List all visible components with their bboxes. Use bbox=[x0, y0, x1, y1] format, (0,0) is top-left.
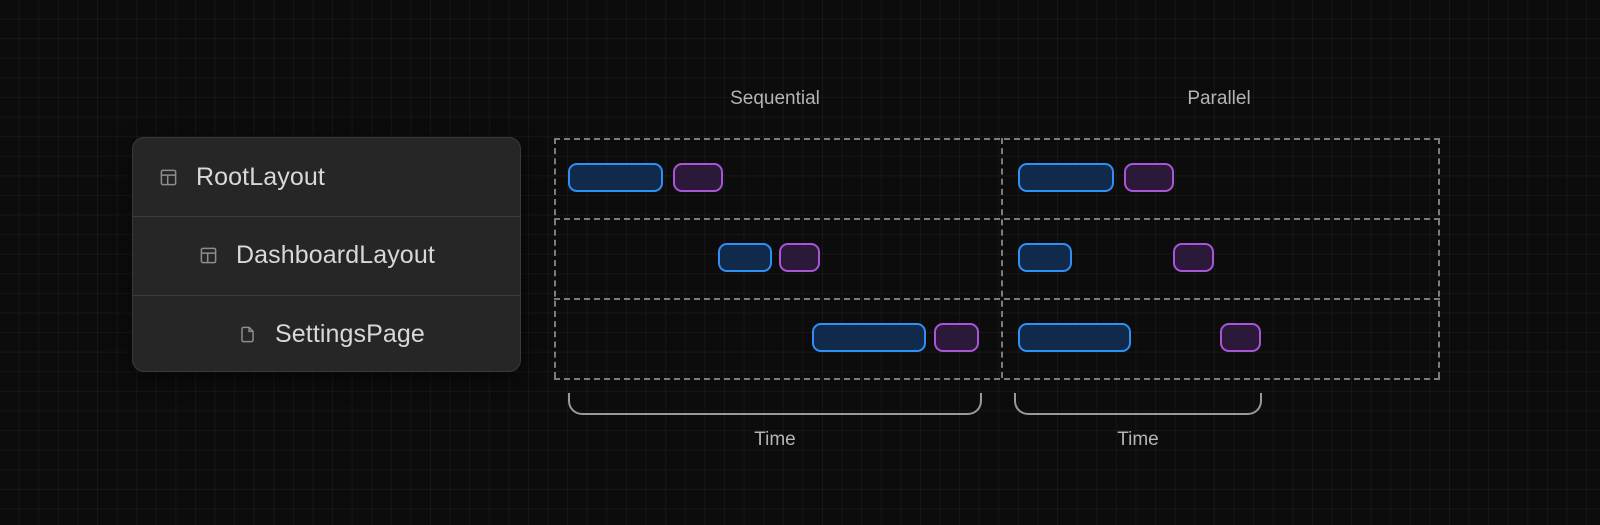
timeline-rule-bottom bbox=[554, 378, 1440, 380]
timeline-bar-sequential-rootlayout-load[interactable] bbox=[568, 163, 663, 192]
timeline-bar-parallel-rootlayout-render[interactable] bbox=[1124, 163, 1174, 192]
timeline-bar-parallel-dashboardlayout-load[interactable] bbox=[1018, 243, 1072, 272]
component-tree-panel: RootLayout DashboardLayout Settin bbox=[132, 137, 521, 372]
timeline-rule-2 bbox=[554, 298, 1440, 300]
tree-item-dashboardlayout[interactable]: DashboardLayout bbox=[133, 216, 520, 294]
timeline-col-right bbox=[1438, 138, 1440, 378]
tree-item-label: DashboardLayout bbox=[236, 241, 435, 270]
time-label-parallel: Time bbox=[1117, 429, 1159, 450]
timeline-rule-1 bbox=[554, 218, 1440, 220]
timeline-bar-sequential-settingspage-render[interactable] bbox=[934, 323, 979, 352]
section-title-parallel: Parallel bbox=[1187, 88, 1251, 109]
timeline-col-left bbox=[554, 138, 556, 378]
timeline-grid bbox=[554, 138, 1440, 380]
timeline-bar-sequential-settingspage-load[interactable] bbox=[812, 323, 926, 352]
timeline-bar-parallel-dashboardlayout-render[interactable] bbox=[1173, 243, 1214, 272]
timeline-bar-parallel-settingspage-load[interactable] bbox=[1018, 323, 1131, 352]
time-label-sequential: Time bbox=[754, 429, 796, 450]
layout-panel-icon bbox=[198, 246, 218, 266]
timeline-bar-sequential-dashboardlayout-render[interactable] bbox=[779, 243, 820, 272]
timeline-bar-parallel-settingspage-render[interactable] bbox=[1220, 323, 1261, 352]
timeline-bar-sequential-dashboardlayout-load[interactable] bbox=[718, 243, 772, 272]
file-document-icon bbox=[237, 324, 257, 344]
tree-item-settingspage[interactable]: SettingsPage bbox=[133, 294, 520, 371]
section-title-sequential: Sequential bbox=[730, 88, 820, 109]
tree-item-label: SettingsPage bbox=[275, 319, 425, 348]
time-brace-sequential bbox=[568, 393, 982, 415]
tree-item-rootlayout[interactable]: RootLayout bbox=[133, 138, 520, 216]
timeline-col-divider bbox=[1001, 138, 1003, 378]
timeline-bar-parallel-rootlayout-load[interactable] bbox=[1018, 163, 1114, 192]
layout-panel-icon bbox=[158, 167, 178, 187]
tree-item-label: RootLayout bbox=[196, 162, 325, 191]
timeline-rule-top bbox=[554, 138, 1440, 140]
timeline-bar-sequential-rootlayout-render[interactable] bbox=[673, 163, 723, 192]
time-brace-parallel bbox=[1014, 393, 1262, 415]
